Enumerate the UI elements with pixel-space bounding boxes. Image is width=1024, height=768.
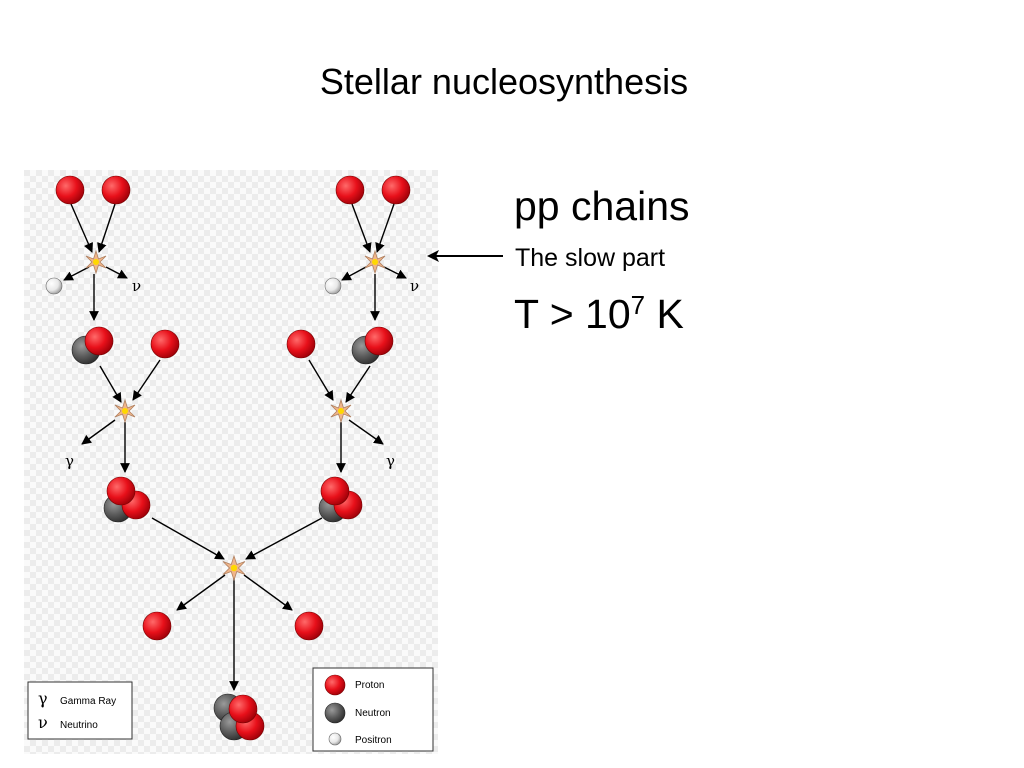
proton — [101, 175, 131, 205]
slow-part-note: The slow part — [515, 244, 666, 272]
proton — [294, 611, 324, 641]
pp-chain-diagram: ν ν γ γ γ Gamma Ray ν Neutrino Proton Ne… — [24, 170, 438, 754]
slide-title: Stellar nucleosynthesis — [319, 61, 689, 102]
positron — [324, 277, 342, 295]
gamma-symbol: γ — [386, 452, 395, 470]
proton — [142, 611, 172, 641]
proton — [84, 326, 114, 356]
positron — [45, 277, 63, 295]
proton — [381, 175, 411, 205]
legend-positron-swatch — [328, 732, 342, 746]
temperature-prefix: T > 10 — [514, 291, 631, 337]
legend-neutrino-label: Neutrino — [60, 720, 98, 731]
legend-proton-label: Proton — [355, 680, 384, 691]
legend-gamma-label: Gamma Ray — [60, 696, 116, 707]
legend-neutrino-symbol: ν — [38, 713, 48, 732]
gamma-symbol: γ — [65, 452, 74, 470]
proton — [150, 329, 180, 359]
reaction-symbols: ν ν γ γ — [65, 277, 419, 470]
proton — [106, 476, 136, 506]
legend-particles: Proton Neutron Positron — [312, 667, 434, 752]
neutrino-symbol: ν — [410, 277, 419, 295]
particles — [45, 175, 411, 741]
proton — [228, 694, 258, 724]
legend-symbols: γ Gamma Ray ν Neutrino — [27, 681, 133, 740]
legend-positron-label: Positron — [355, 735, 392, 746]
proton — [286, 329, 316, 359]
reaction-arrows — [63, 203, 407, 691]
proton — [55, 175, 85, 205]
temperature-unit: K — [645, 291, 684, 337]
temperature-condition: T > 107 K — [514, 288, 684, 340]
reaction-flashes — [85, 249, 386, 582]
legend-proton-swatch — [324, 674, 346, 696]
proton — [320, 476, 350, 506]
proton — [335, 175, 365, 205]
pp-chains-heading: pp chains — [514, 183, 690, 229]
pointer-arrow — [427, 250, 503, 262]
legend-neutron-label: Neutron — [355, 708, 391, 719]
legend-neutron-swatch — [324, 702, 346, 724]
legend-gamma-symbol: γ — [38, 689, 48, 708]
diagram-background — [24, 170, 438, 754]
neutrino-symbol: ν — [132, 277, 141, 295]
temperature-exponent: 7 — [630, 290, 646, 320]
proton — [364, 326, 394, 356]
